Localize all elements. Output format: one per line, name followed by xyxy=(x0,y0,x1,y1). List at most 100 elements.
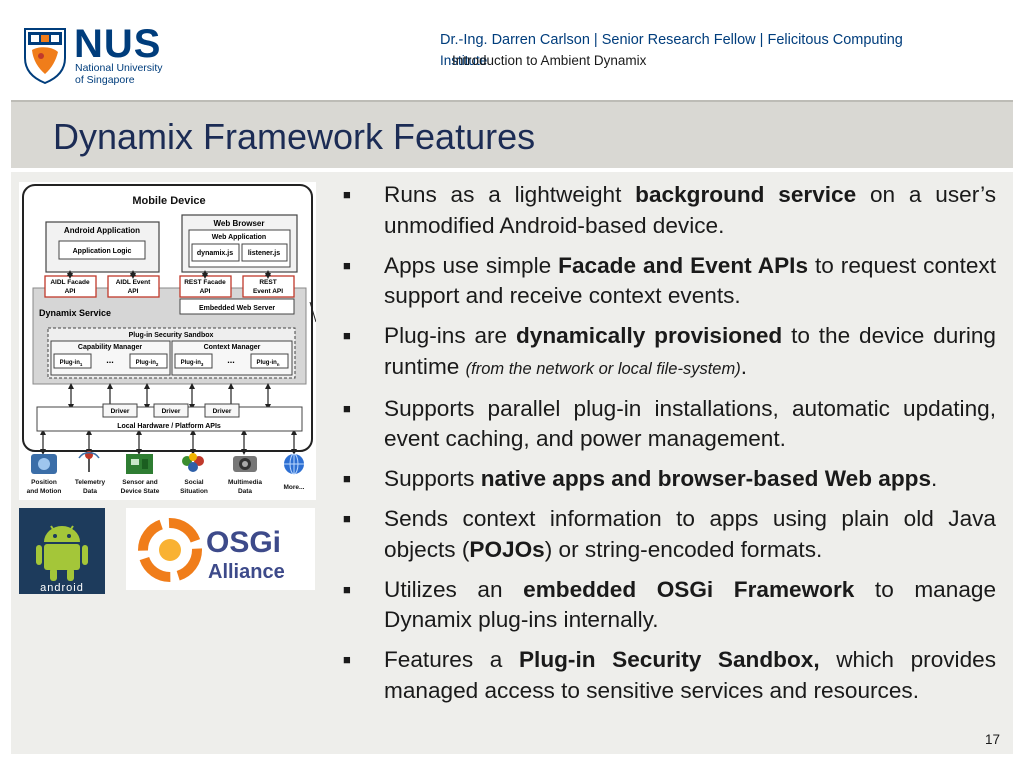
aidl-facade-api-label-1: AIDL Facade xyxy=(50,279,90,286)
android-application-label: Android Application xyxy=(64,226,140,235)
feature-item: ■Supports native apps and browser-based … xyxy=(340,464,996,495)
driver-label: Driver xyxy=(111,408,130,415)
capability-manager-label: Capability Manager xyxy=(78,344,142,351)
page-number: 17 xyxy=(985,732,1001,747)
aidl-facade-api-label-2: API xyxy=(65,288,76,295)
ctx-multimedia-label-2: Data xyxy=(238,488,252,495)
dynamix-js-label: dynamix.js xyxy=(197,250,233,257)
logo-subtitle-line-2: of Singapore xyxy=(75,74,135,86)
ctx-telemetry-label-1: Telemetry xyxy=(75,479,106,486)
feature-text-bold: Facade and Event APIs xyxy=(558,252,809,278)
social-icon xyxy=(182,453,204,472)
feature-text-post: on a user’s unmodified Android-based dev… xyxy=(384,182,997,238)
bullet-marker: ■ xyxy=(343,400,351,416)
android-wordmark: android xyxy=(40,582,84,594)
feature-text-post: to manage Dynamix plug-ins internally. xyxy=(384,576,997,633)
plugin-label: Plug-inn xyxy=(256,360,279,367)
slide-title: Dynamix Framework Features xyxy=(53,116,536,157)
ctx-sensor-label-1: Sensor and xyxy=(122,479,157,486)
ctx-telemetry-label-2: Data xyxy=(83,488,97,495)
feature-text-pre: Supports parallel plug-in installations,… xyxy=(384,395,996,452)
ctx-sensor-label-2: Device State xyxy=(121,488,160,495)
plugin-box xyxy=(129,353,168,369)
listener-js-box xyxy=(241,243,288,262)
feature-text-bold: embedded OSGi Framework xyxy=(523,576,855,602)
osgi-swirl-icon xyxy=(138,518,202,582)
rest-event-api-label-1: REST xyxy=(259,279,276,286)
presentation-subtitle: Introduction to Ambient Dynamix xyxy=(452,53,647,68)
feature-text-post: which provides managed access to sensiti… xyxy=(384,647,997,703)
feature-item: ■Apps use simple Facade and Event APIs t… xyxy=(340,251,996,312)
rest-facade-api-label-2: API xyxy=(200,288,211,295)
feature-text-pre: Features a xyxy=(384,647,519,672)
ctx-social-label-1: Social xyxy=(184,479,203,486)
feature-item: ■Runs as a lightweight background servic… xyxy=(340,180,996,241)
feature-text-pre: Utilizes an xyxy=(384,576,524,602)
logo-wordmark: NUS xyxy=(74,22,162,66)
feature-text-post: . xyxy=(931,466,938,491)
feature-text-bold: Plug-in Security Sandbox, xyxy=(518,647,820,672)
feature-list: ■Runs as a lightweight background servic… xyxy=(340,180,996,716)
position-icon xyxy=(31,454,57,474)
listener-js-label: listener.js xyxy=(248,250,280,257)
bullet-marker: ■ xyxy=(343,257,351,273)
bullet-marker: ■ xyxy=(343,328,351,343)
feature-item: ■ Utilizes an embedded OSGi Framework to … xyxy=(340,575,996,636)
ctx-social-label-2: Situation xyxy=(180,488,208,495)
context-manager-label: Context Manager xyxy=(204,344,261,351)
android-robot-icon xyxy=(36,525,88,581)
feature-text-pre: Plug-ins are xyxy=(384,323,516,348)
embedded-web-server-label: Embedded Web Server xyxy=(199,305,275,312)
application-logic-label: Application Logic xyxy=(73,248,132,255)
feature-text-bold: background service xyxy=(635,182,857,207)
feature-item: ■Features a Plug-in Security Sandbox, wh… xyxy=(340,645,996,706)
plugin-dots: ... xyxy=(227,355,235,365)
feature-item: ■Plug-ins are dynamically provisioned to… xyxy=(340,321,996,384)
sensor-board-icon xyxy=(126,454,153,474)
driver-box xyxy=(204,403,240,418)
osgi-wordmark: OSGi xyxy=(206,526,281,559)
ctx-position-label-1: Position xyxy=(31,479,57,486)
rest-facade-api-label-1: REST Facade xyxy=(184,279,226,286)
plugin-label: Plug-in3 xyxy=(181,360,204,367)
embedded-web-server-box xyxy=(179,298,295,315)
driver-box xyxy=(102,403,138,418)
nus-logo: NUS National University of Singapore xyxy=(22,22,175,90)
multimedia-icon xyxy=(233,456,257,472)
nus-crest-icon xyxy=(24,28,66,84)
driver-label: Driver xyxy=(162,408,181,415)
plugin-label: Plug-in2 xyxy=(136,360,159,367)
bullet-marker: ■ xyxy=(343,581,351,597)
author-line: Dr.-Ing. Darren Carlson | Senior Researc… xyxy=(440,32,903,48)
mobile-device-label: Mobile Device xyxy=(132,195,205,207)
feature-text-pre: Supports xyxy=(384,466,481,491)
logo-subtitle-line-1: National University xyxy=(75,62,163,74)
feature-text-bold: POJOs xyxy=(469,536,545,562)
plugin-box xyxy=(174,353,213,369)
driver-box xyxy=(153,403,189,418)
feature-text-end: . xyxy=(740,353,747,379)
osgi-logo: OSGi Alliance xyxy=(126,508,315,590)
android-logo: android xyxy=(19,508,105,594)
dynamix-js-box xyxy=(191,243,240,262)
feature-text-post: to the device during runtime xyxy=(384,323,996,379)
aidl-event-api-label-2: API xyxy=(128,288,139,295)
application-logic-box xyxy=(58,240,146,260)
ctx-position-label-2: and Motion xyxy=(27,488,62,495)
feature-text-pre: Sends context information to apps using … xyxy=(384,506,996,562)
author-line-continued: Institute xyxy=(440,53,488,68)
architecture-diagram: Mobile Device Android Application Applic… xyxy=(19,182,316,500)
logo-subtitle: National University of Singapore xyxy=(75,62,175,86)
bullet-marker: ■ xyxy=(343,511,351,526)
osgi-subtitle: Alliance xyxy=(208,561,285,583)
feature-text-post: to request context support and receive c… xyxy=(384,252,996,309)
driver-label: Driver xyxy=(213,408,232,415)
web-browser-label: Web Browser xyxy=(214,219,265,228)
sandbox-label: Plug-in Security Sandbox xyxy=(129,332,214,339)
web-application-label: Web Application xyxy=(212,234,266,241)
plugin-box xyxy=(250,353,289,369)
feature-text-post: ) or string-encoded formats. xyxy=(544,536,823,562)
aidl-event-api-label-1: AIDL Event xyxy=(116,279,151,286)
bullet-marker: ■ xyxy=(343,187,351,202)
plugin-label: Plug-in1 xyxy=(60,360,83,367)
